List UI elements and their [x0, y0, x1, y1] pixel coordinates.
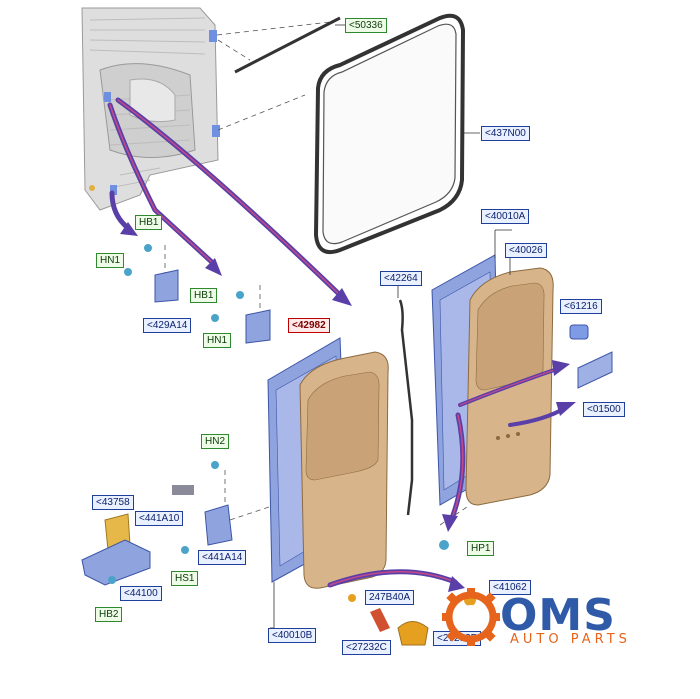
door-seal-part: [398, 299, 414, 516]
callout-hb2[interactable]: HB2: [95, 607, 123, 622]
oms-auto-parts-logo: OMS AUTO PARTS: [438, 584, 658, 654]
logo-wordmark: OMS: [500, 590, 616, 641]
callout-437N00[interactable]: <437N00: [481, 126, 530, 141]
callout-61216[interactable]: <61216: [560, 299, 602, 314]
logo-subtitle: AUTO PARTS: [510, 632, 631, 647]
callout-hb1-upper[interactable]: HB1: [135, 215, 163, 230]
callout-42264[interactable]: <42264: [380, 271, 422, 286]
callout-hp1[interactable]: HP1: [467, 541, 495, 556]
left-door: [267, 337, 389, 629]
callout-43758[interactable]: <43758: [92, 495, 134, 510]
callout-247B40A[interactable]: 247B40A: [365, 590, 415, 605]
seal-strip-part: [234, 16, 341, 74]
callout-hn1-lower[interactable]: HN1: [203, 333, 232, 348]
van-rear-body: [81, 7, 220, 211]
callout-44100[interactable]: <44100: [120, 586, 162, 601]
callout-01500[interactable]: <01500: [583, 402, 625, 417]
window-glass-part: [313, 13, 480, 255]
callout-42982[interactable]: <42982: [288, 318, 330, 333]
callout-40010A[interactable]: <40010A: [481, 209, 530, 224]
callout-hb1-lower[interactable]: HB1: [190, 288, 218, 303]
callout-hs1[interactable]: HS1: [171, 571, 199, 586]
callout-27232C[interactable]: <27232C: [342, 640, 391, 655]
direction-arrows: [107, 97, 576, 592]
callout-hn1-upper[interactable]: HN1: [96, 253, 125, 268]
right-door: [431, 229, 554, 506]
gear-icon: [442, 588, 500, 646]
callout-429A14[interactable]: <429A14: [143, 318, 192, 333]
callout-hn2[interactable]: HN2: [201, 434, 230, 449]
callout-441A10[interactable]: <441A10: [135, 511, 184, 526]
small-parts: [81, 244, 613, 646]
callout-441A14[interactable]: <441A14: [198, 550, 247, 565]
callout-40026[interactable]: <40026: [505, 243, 547, 258]
callout-40010B[interactable]: <40010B: [268, 628, 317, 643]
callout-41062[interactable]: <41062: [489, 580, 531, 595]
callout-50336[interactable]: <50336: [345, 18, 387, 33]
